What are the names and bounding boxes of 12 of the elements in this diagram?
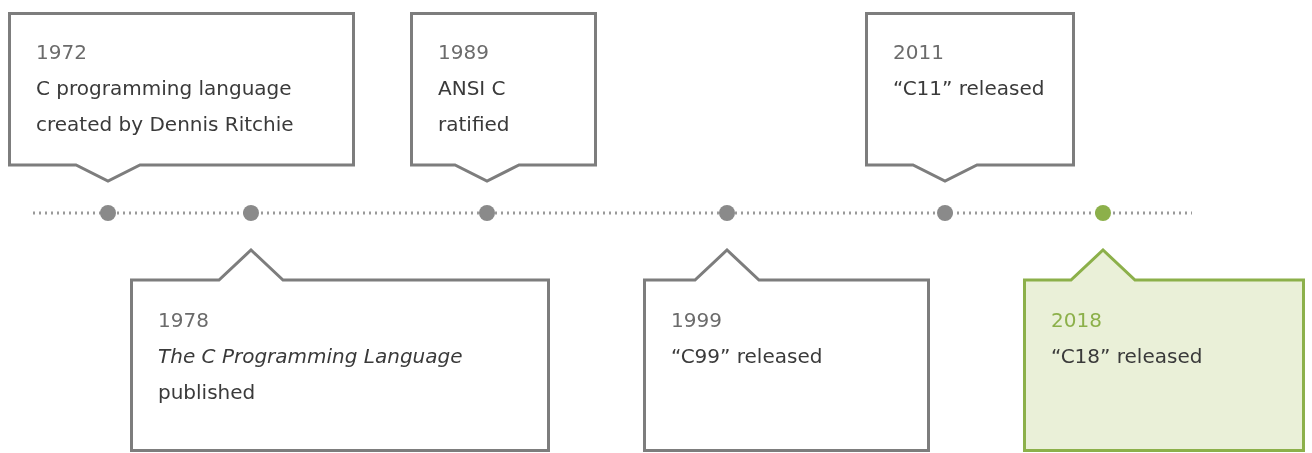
event-text: ANSI C ratified <box>438 75 511 138</box>
event-text: “C99” released <box>671 343 824 370</box>
event-text: The C Programming Language published <box>158 343 464 406</box>
year-label: 1989 <box>438 40 490 64</box>
event-text: “C11” released <box>893 75 1046 102</box>
year-label: 1972 <box>36 40 88 64</box>
year-label: 1999 <box>671 308 723 332</box>
year-label: 2011 <box>893 40 945 64</box>
event-text: C programming language created by Dennis Ritchie <box>36 75 295 138</box>
event-text: “C18” released <box>1051 343 1204 370</box>
year-label: 2018 <box>1051 308 1103 332</box>
year-label: 1978 <box>158 308 210 332</box>
